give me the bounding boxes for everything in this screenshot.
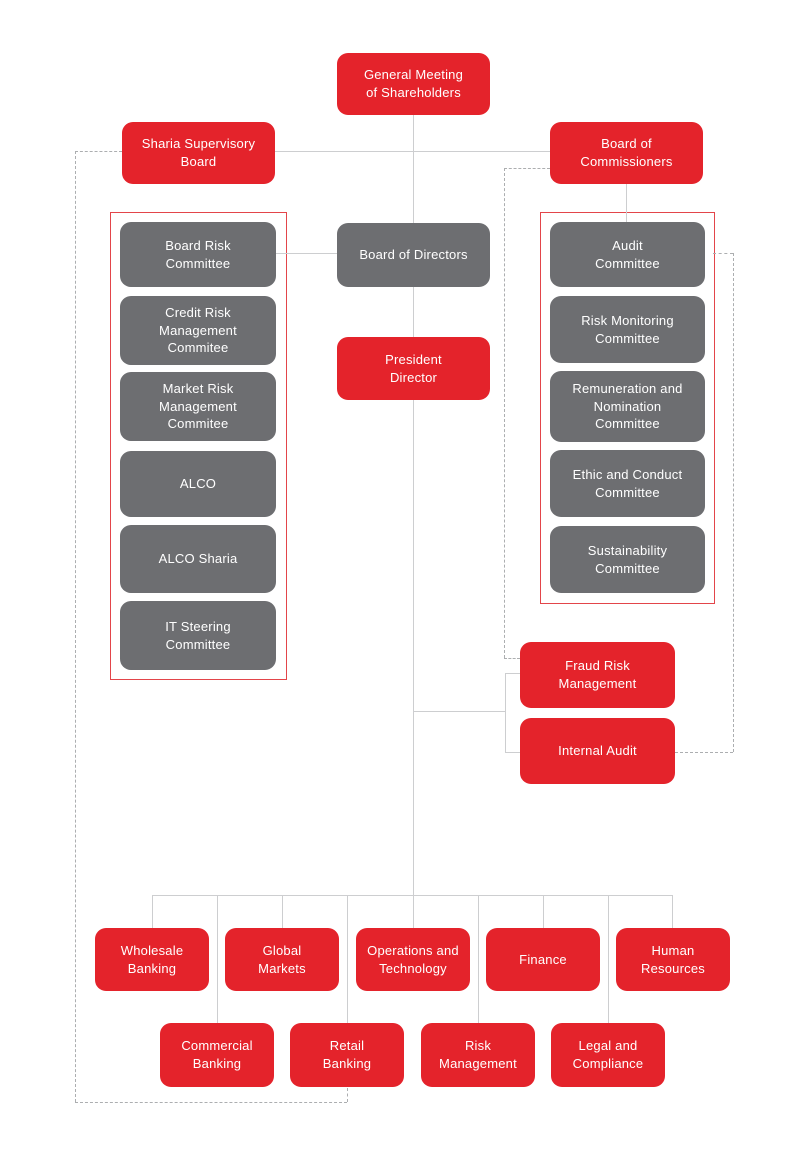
connector-top-horizontal	[275, 151, 550, 152]
node-alco: ALCO	[120, 451, 276, 517]
node-credit-risk-management-committee: Credit Risk Management Commitee	[120, 296, 276, 365]
node-operations-and-technology: Operations and Technology	[356, 928, 470, 991]
node-alco-sharia: ALCO Sharia	[120, 525, 276, 593]
node-audit-committee: Audit Committee	[550, 222, 705, 287]
connector-boardrisk-to-directors	[276, 253, 337, 254]
connector-commissioners-to-audit	[626, 184, 627, 222]
dashed-sharia-horizontal	[75, 151, 122, 152]
node-remuneration-nomination-committee: Remuneration and Nomination Committee	[550, 371, 705, 442]
node-legal-and-compliance: Legal and Compliance	[551, 1023, 665, 1087]
connector-drop-legal	[608, 895, 609, 1023]
connector-drop-wholesale	[152, 895, 153, 928]
node-market-risk-management-committee: Market Risk Management Commitee	[120, 372, 276, 441]
connector-drop-humanresources	[672, 895, 673, 928]
node-wholesale-banking: Wholesale Banking	[95, 928, 209, 991]
connector-drop-finance	[543, 895, 544, 928]
node-board-of-commissioners: Board of Commissioners	[550, 122, 703, 184]
node-board-risk-committee: Board Risk Committee	[120, 222, 276, 287]
connector-drop-riskmanagement	[478, 895, 479, 1023]
connector-bracket-vertical	[505, 673, 506, 752]
dashed-to-fraudrisk	[504, 658, 520, 659]
node-president-director: President Director	[337, 337, 490, 400]
node-human-resources: Human Resources	[616, 928, 730, 991]
node-risk-monitoring-committee: Risk Monitoring Committee	[550, 296, 705, 363]
node-retail-banking: Retail Banking	[290, 1023, 404, 1087]
dashed-commissioners-vertical	[504, 168, 505, 658]
node-sharia-supervisory-board: Sharia Supervisory Board	[122, 122, 275, 184]
dashed-sharia-to-retailbanking	[347, 1088, 348, 1102]
node-commercial-banking: Commercial Banking	[160, 1023, 274, 1087]
connector-spine-to-bracket	[413, 711, 505, 712]
node-finance: Finance	[486, 928, 600, 991]
connector-main-spine	[413, 115, 414, 928]
dashed-auditcommittee-horizontal	[713, 253, 733, 254]
node-internal-audit: Internal Audit	[520, 718, 675, 784]
connector-bottom-horizontal	[152, 895, 673, 896]
node-board-of-directors: Board of Directors	[337, 223, 490, 287]
node-fraud-risk-management: Fraud Risk Management	[520, 642, 675, 708]
connector-drop-commercial	[217, 895, 218, 1023]
node-general-meeting-of-shareholders: General Meeting of Shareholders	[337, 53, 490, 115]
node-it-steering-committee: IT Steering Committee	[120, 601, 276, 670]
dashed-sharia-bottom-horizontal	[75, 1102, 347, 1103]
node-ethic-and-conduct-committee: Ethic and Conduct Committee	[550, 450, 705, 517]
committee-group-right-border	[540, 212, 715, 604]
connector-drop-globalmarkets	[282, 895, 283, 928]
connector-bracket-to-internalaudit	[505, 752, 520, 753]
committee-group-left-border	[110, 212, 287, 680]
node-global-markets: Global Markets	[225, 928, 339, 991]
connector-drop-retail	[347, 895, 348, 1023]
dashed-auditcommittee-vertical	[733, 253, 734, 752]
dashed-commissioners-horizontal	[504, 168, 550, 169]
dashed-to-internalaudit	[675, 752, 733, 753]
dashed-sharia-vertical	[75, 151, 76, 1102]
connector-bracket-to-fraudrisk	[505, 673, 520, 674]
node-risk-management: Risk Management	[421, 1023, 535, 1087]
node-sustainability-committee: Sustainability Committee	[550, 526, 705, 593]
